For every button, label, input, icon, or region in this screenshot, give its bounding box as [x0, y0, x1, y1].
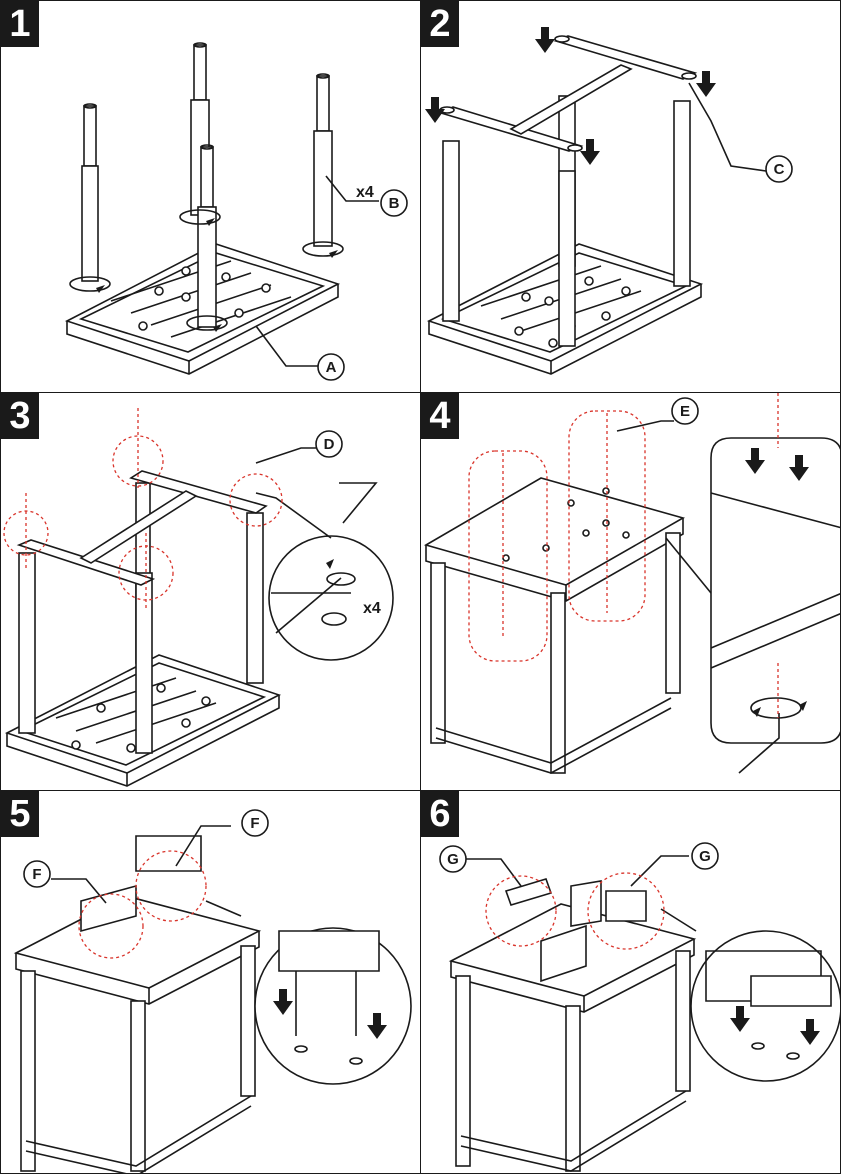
guide-regions	[468, 393, 779, 718]
step-number-badge: 5	[1, 791, 39, 837]
step-4-illustration: E	[423, 393, 840, 774]
step-5-panel: 5	[0, 790, 421, 1174]
callout-c: C	[774, 161, 785, 178]
step-1-panel: 1	[0, 0, 421, 393]
guide-circles	[485, 872, 665, 950]
rotate-arrow-icon	[326, 559, 334, 569]
step-number-badge: 2	[421, 1, 459, 47]
step-number-badge: 4	[421, 393, 459, 439]
step-3-illustration: x4 D	[3, 408, 394, 787]
callout-g: G	[699, 848, 711, 865]
callout-f: F	[250, 815, 259, 832]
down-arrow-icon	[273, 989, 387, 1039]
step-2-illustration: C	[425, 27, 793, 375]
callout-a: A	[326, 359, 337, 376]
down-arrow-icon	[745, 448, 809, 481]
quantity-label: x4	[363, 600, 381, 617]
callout-b: B	[389, 195, 400, 212]
step-number-badge: 3	[1, 393, 39, 439]
callout-e: E	[680, 403, 690, 420]
callout-d: D	[324, 436, 335, 453]
guide-circles	[78, 850, 207, 959]
step-number-badge: 6	[421, 791, 459, 837]
rotate-arrow-icon	[96, 218, 338, 332]
down-arrow-icon	[730, 1006, 820, 1045]
step-1-illustration: x4 B A	[64, 42, 408, 381]
step-6-panel: 6	[420, 790, 841, 1174]
step-6-illustration: G G	[439, 842, 840, 1172]
step-number-badge: 1	[1, 1, 39, 47]
step-2-panel: 2	[420, 0, 841, 393]
down-arrow-icon	[425, 27, 716, 165]
rotate-arrow-icon	[753, 701, 807, 717]
callout-g: G	[447, 851, 459, 868]
step-5-illustration: F F	[13, 809, 412, 1173]
callout-f: F	[32, 866, 41, 883]
guide-circles	[3, 408, 283, 608]
quantity-label: x4	[356, 184, 374, 201]
step-3-panel: 3	[0, 392, 421, 791]
step-4-panel: 4	[420, 392, 841, 791]
